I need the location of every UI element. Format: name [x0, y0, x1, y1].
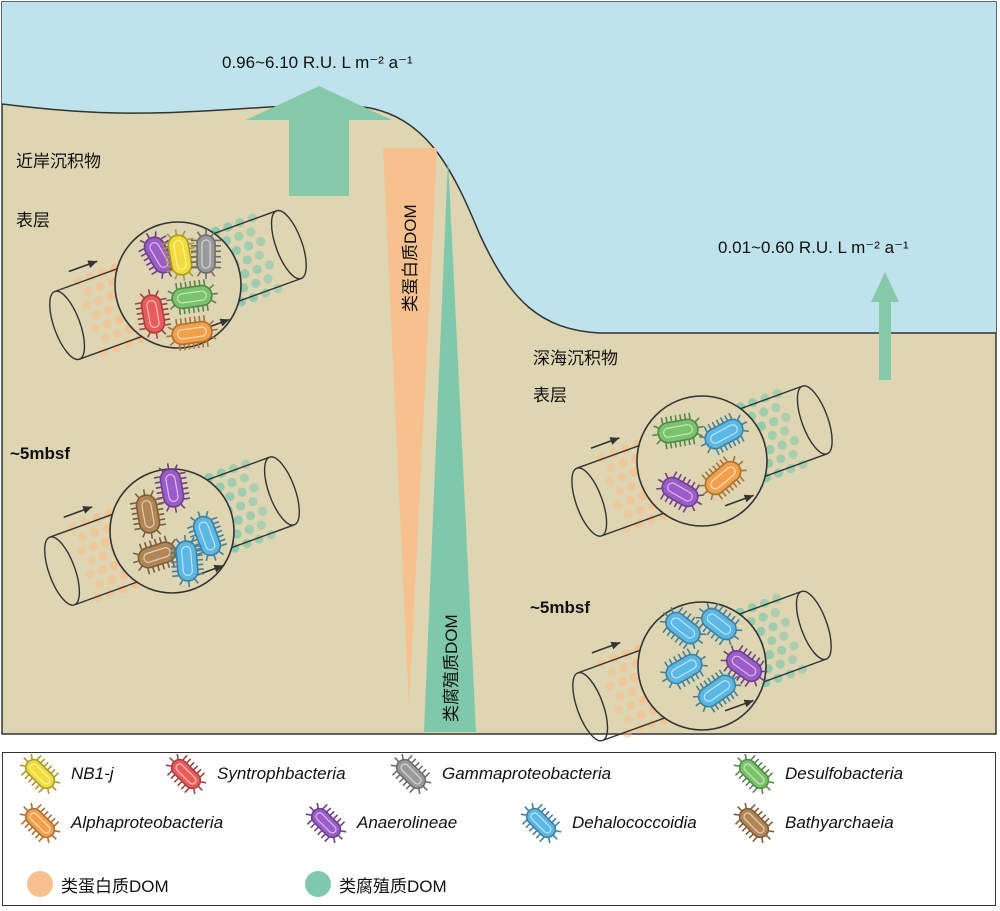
legend-swatch: [19, 754, 61, 794]
flow-arrow: [68, 260, 98, 273]
legend: NB1-j Syntrophbacteria Gammaproteobacteria…: [2, 752, 996, 906]
protein-dom-gradient: [383, 148, 437, 708]
humic-dom-label: 类腐殖质DOM: [442, 614, 461, 722]
microbe-cluster: [636, 395, 768, 527]
deep-flux-arrow: [871, 272, 899, 380]
bacterium-icon: [733, 803, 775, 843]
legend-item-dehalococcoidia: Dehalococcoidia: [518, 803, 697, 843]
bacterium-dehalococcoidia: [692, 669, 742, 713]
legend-label: NB1-j: [71, 764, 114, 783]
legend-swatch: [19, 803, 61, 843]
coastal-flux-arrow: [246, 86, 392, 196]
legend-swatch: [305, 803, 347, 843]
legend-item-bathyarchaeia: Bathyarchaeia: [731, 803, 894, 843]
deep-surface-label: 表层: [533, 386, 567, 405]
sediment-diagram: 0.96~6.10 R.U. L m⁻² a⁻¹ 0.01~0.60 R.U. …: [1, 1, 997, 742]
legend-item-alphaproteobacteria: Alphaproteobacteria: [17, 803, 224, 843]
bacterium-dehalococcoidia: [169, 535, 205, 587]
legend-swatch: [733, 803, 775, 843]
bacterium-anaerolineae: [656, 471, 704, 513]
legend-swatch: [520, 803, 562, 843]
bacterium-icon: [520, 803, 562, 843]
legend-item-dom-protein: 类蛋白质DOM: [27, 869, 169, 899]
legend-label: Alphaproteobacteria: [71, 813, 224, 832]
bacterium-anaerolineae: [720, 644, 768, 688]
bacterium-dehalococcoidia: [660, 648, 708, 690]
bacterium-gammaproteobacteria: [191, 229, 221, 279]
legend-label: Desulfobacteria: [785, 764, 904, 783]
coastal-surface-label: 表层: [16, 211, 50, 230]
deep-flux-label: 0.01~0.60 R.U. L m⁻² a⁻¹: [718, 238, 909, 257]
bacterium-dehalococcoidia: [695, 602, 743, 646]
flow-arrow: [590, 437, 620, 449]
flow-arrow: [724, 699, 754, 712]
bacterium-icon: [390, 754, 432, 794]
legend-label: 类蛋白质DOM: [61, 876, 169, 896]
flow-arrow: [591, 641, 621, 654]
legend-label: Dehalococcoidia: [572, 813, 697, 832]
legend-item-nb1-j: NB1-j: [17, 754, 114, 794]
legend-swatch: [733, 754, 775, 794]
legend-label: 类腐殖质DOM: [339, 876, 447, 896]
flow-arrow: [63, 506, 93, 518]
seafloor-line: [1, 103, 996, 334]
legend-swatch: [165, 754, 207, 794]
bacterium-desulfobacteria: [166, 279, 218, 315]
deep-depth-label: ~5mbsf: [530, 598, 590, 617]
legend-item-gammaproteobacteria: Gammaproteobacteria: [388, 754, 612, 794]
coastal-depth-scene: [44, 456, 300, 606]
legend-item-dom-humic: 类腐殖质DOM: [305, 869, 447, 899]
protein-dom-label: 类蛋白质DOM: [401, 204, 420, 312]
bacterium-dehalococcoidia: [699, 412, 749, 456]
flow-arrow: [724, 494, 754, 507]
bacterium-icon: [19, 803, 61, 843]
humic-dom-gradient: [424, 158, 476, 732]
legend-item-anaerolineae: Anaerolineae: [303, 803, 458, 843]
legend-item-syntrophbacteria: Syntrophbacteria: [163, 754, 346, 794]
bacterium-nb1-j: [161, 229, 199, 281]
bacterium-icon: [165, 754, 207, 794]
seawater: [2, 2, 996, 333]
bacterium-syntrophbacteria: [134, 289, 172, 339]
coastal-flux-label: 0.96~6.10 R.U. L m⁻² a⁻¹: [222, 53, 413, 72]
bacterium-icon: [733, 754, 775, 794]
coastal-depth-label: ~5mbsf: [10, 444, 70, 463]
bacterium-icon: [19, 754, 61, 794]
legend-label: Anaerolineae: [357, 813, 458, 832]
legend-label: Syntrophbacteria: [217, 764, 346, 783]
legend-swatch: [390, 754, 432, 794]
deep-depth-scene: [572, 590, 832, 742]
legend-item-desulfobacteria: Desulfobacteria: [731, 754, 904, 794]
bacterium-desulfobacteria: [652, 412, 704, 450]
dom-dot-icon: [27, 871, 53, 897]
bacterium-icon: [305, 803, 347, 843]
dom-dot-icon: [305, 871, 331, 897]
bacterium-alphaproteobacteria: [699, 455, 747, 501]
coastal-surface-scene: [49, 209, 307, 361]
legend-label: Gammaproteobacteria: [442, 764, 612, 783]
deep-sediment-label: 深海沉积物: [533, 349, 618, 368]
bacterium-anaerolineae: [153, 463, 191, 513]
deep-surface-scene: [571, 385, 833, 537]
bacterium-dehalococcoidia: [659, 606, 707, 650]
legend-label: Bathyarchaeia: [785, 813, 894, 832]
bacterium-alphaproteobacteria: [166, 315, 218, 351]
coastal-sediment-label: 近岸沉积物: [16, 152, 101, 171]
